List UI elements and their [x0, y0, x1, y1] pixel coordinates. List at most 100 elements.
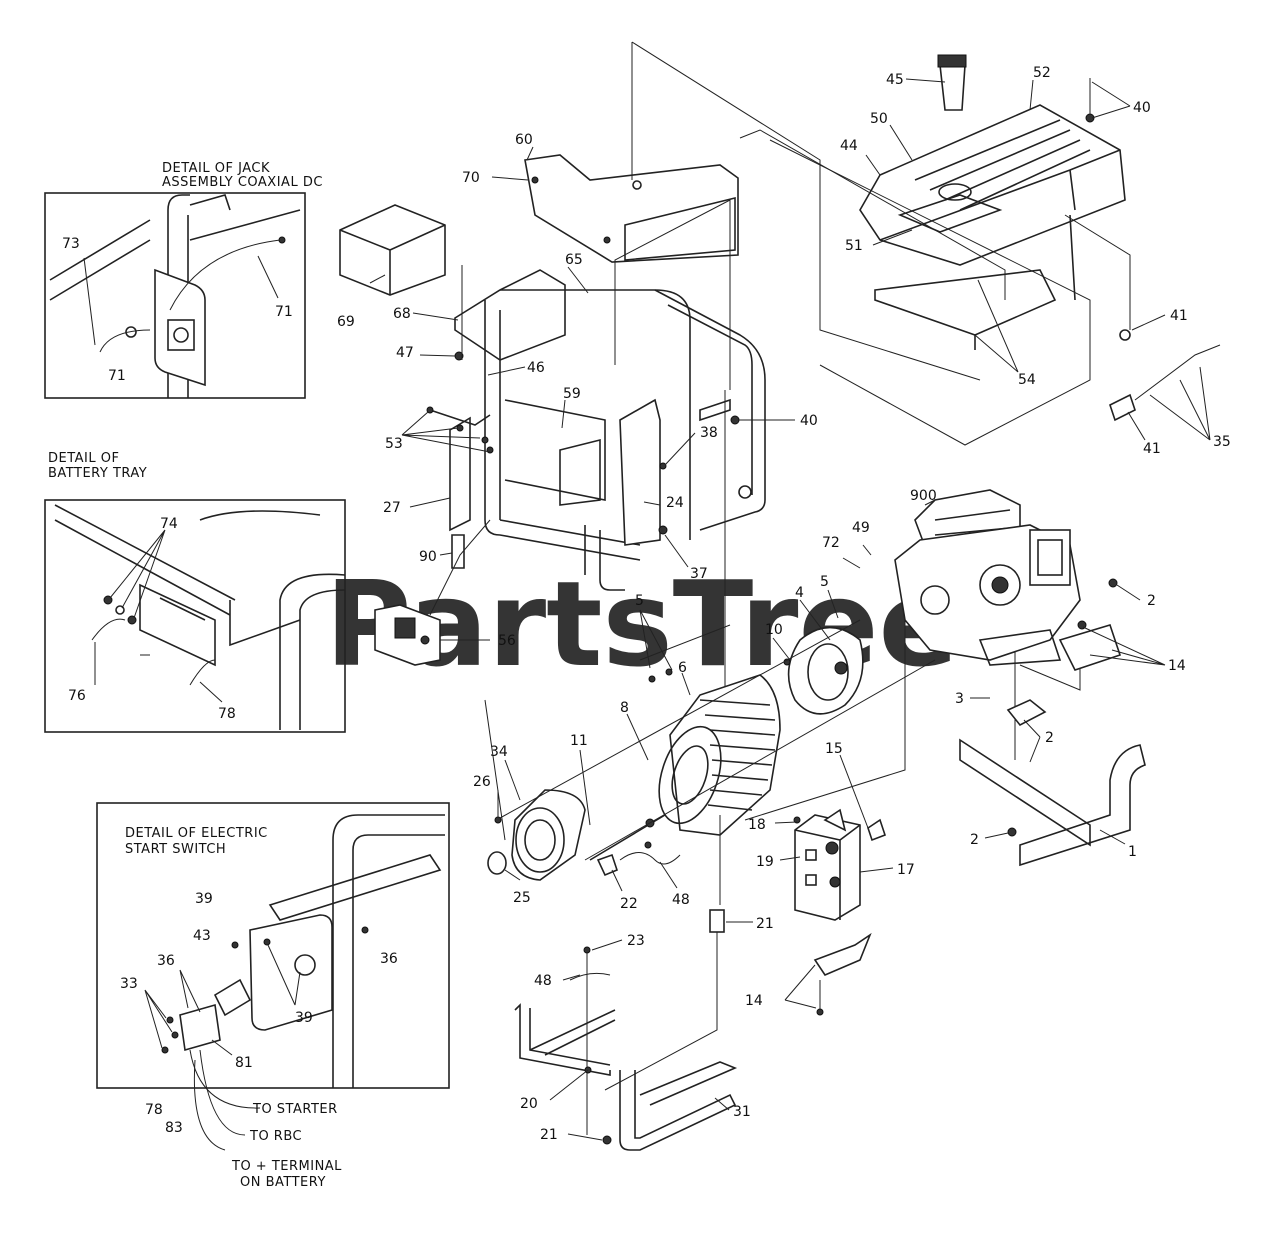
callout-10: 10	[765, 622, 783, 638]
callout-53: 53	[385, 436, 403, 452]
callout-5: 5	[635, 593, 644, 609]
detail-battery-title-1: DETAIL OF	[48, 451, 119, 466]
callout-52: 52	[1033, 65, 1051, 81]
callout-60: 60	[515, 132, 533, 148]
callout-22: 22	[620, 896, 638, 912]
callout-33: 33	[120, 976, 138, 992]
callout-numbers: 73 71 71 74 76 78 39 43 36 36 33 39 81 7…	[62, 65, 1231, 1143]
callout-14: 14	[1168, 658, 1186, 674]
detail-switch-title-1: DETAIL OF ELECTRIC	[125, 826, 268, 841]
note-to-terminal-1: TO + TERMINAL	[231, 1159, 342, 1174]
callout-20: 20	[520, 1096, 538, 1112]
callout-71: 71	[275, 304, 293, 320]
note-to-rbc: TO RBC	[249, 1129, 302, 1144]
callout-44: 44	[840, 138, 858, 154]
callout-36: 36	[380, 951, 398, 967]
callout-38: 38	[700, 425, 718, 441]
detail-jack-title-2: ASSEMBLY COAXIAL DC	[162, 175, 323, 190]
handle-bar-assembly	[426, 406, 494, 569]
callout-31: 31	[733, 1104, 751, 1120]
callout-76: 76	[68, 688, 86, 704]
callout-5: 5	[820, 574, 829, 590]
detail-electric-start-switch: DETAIL OF ELECTRIC START SWITCH	[96, 802, 450, 1151]
generator-frame	[484, 289, 766, 591]
callout-2: 2	[1147, 593, 1156, 609]
callout-40: 40	[800, 413, 818, 429]
callout-21: 21	[540, 1127, 558, 1143]
callout-35: 35	[1213, 434, 1231, 450]
callout-51: 51	[845, 238, 863, 254]
callout-39: 39	[295, 1010, 313, 1026]
callout-48: 48	[534, 973, 552, 989]
detail-battery-title-2: BATTERY TRAY	[48, 466, 147, 481]
callout-69: 69	[337, 314, 355, 330]
muffler	[793, 808, 887, 1016]
battery-box	[339, 204, 446, 296]
callout-90: 90	[419, 549, 437, 565]
callout-27: 27	[383, 500, 401, 516]
fuel-tank	[859, 54, 1126, 350]
callout-34: 34	[490, 744, 508, 760]
callout-56: 56	[498, 633, 516, 649]
callout-21: 21	[756, 916, 774, 932]
callout-11: 11	[570, 733, 588, 749]
callout-leaders	[369, 78, 1211, 1141]
callout-14: 14	[745, 993, 763, 1009]
engine-mount-bracket	[1058, 620, 1122, 671]
callout-25: 25	[513, 890, 531, 906]
front-base-frame	[514, 946, 738, 1151]
callout-83: 83	[165, 1120, 183, 1136]
callout-36: 36	[157, 953, 175, 969]
callout-73: 73	[62, 236, 80, 252]
callout-68: 68	[393, 306, 411, 322]
callout-78: 78	[218, 706, 236, 722]
callout-900: 900	[910, 488, 937, 504]
detail-switch-title-2: START SWITCH	[125, 842, 226, 857]
callout-18: 18	[748, 817, 766, 833]
callout-23: 23	[627, 933, 645, 949]
detail-jack-title-1: DETAIL OF JACK	[162, 161, 270, 176]
callout-74: 74	[160, 516, 178, 532]
engine	[894, 489, 1118, 666]
callout-54: 54	[1018, 372, 1036, 388]
callout-47: 47	[396, 345, 414, 361]
callout-45: 45	[886, 72, 904, 88]
fuel-line	[1085, 78, 1221, 422]
callout-49: 49	[852, 520, 870, 536]
callout-24: 24	[666, 495, 684, 511]
callout-43: 43	[193, 928, 211, 944]
callout-37: 37	[690, 566, 708, 582]
callout-50: 50	[870, 111, 888, 127]
callout-65: 65	[565, 252, 583, 268]
callout-17: 17	[897, 862, 915, 878]
callout-3: 3	[955, 691, 964, 707]
callout-41: 41	[1143, 441, 1161, 457]
callout-2: 2	[1045, 730, 1054, 746]
callout-4: 4	[795, 585, 804, 601]
callout-39: 39	[195, 891, 213, 907]
callout-8: 8	[620, 700, 629, 716]
capacitor	[604, 909, 725, 1091]
callout-72: 72	[822, 535, 840, 551]
callout-48: 48	[672, 892, 690, 908]
callout-6: 6	[678, 660, 687, 676]
callout-81: 81	[235, 1055, 253, 1071]
callout-2: 2	[970, 832, 979, 848]
callout-15: 15	[825, 741, 843, 757]
control-panel-bracket	[524, 154, 739, 263]
note-to-terminal-2: ON BATTERY	[240, 1175, 326, 1190]
callout-59: 59	[563, 386, 581, 402]
callout-78: 78	[145, 1102, 163, 1118]
callout-71: 71	[108, 368, 126, 384]
callout-26: 26	[473, 774, 491, 790]
callout-40: 40	[1133, 100, 1151, 116]
base-rail	[959, 699, 1146, 867]
callout-1: 1	[1128, 844, 1137, 860]
outlet-panel	[374, 604, 490, 666]
assembly-reference-lines	[429, 41, 1131, 821]
callout-70: 70	[462, 170, 480, 186]
note-to-starter: TO STARTER	[252, 1102, 338, 1117]
detail-jack-assembly: DETAIL OF JACK ASSEMBLY COAXIAL DC	[44, 161, 323, 399]
alternator-rotor-stator	[484, 619, 936, 905]
